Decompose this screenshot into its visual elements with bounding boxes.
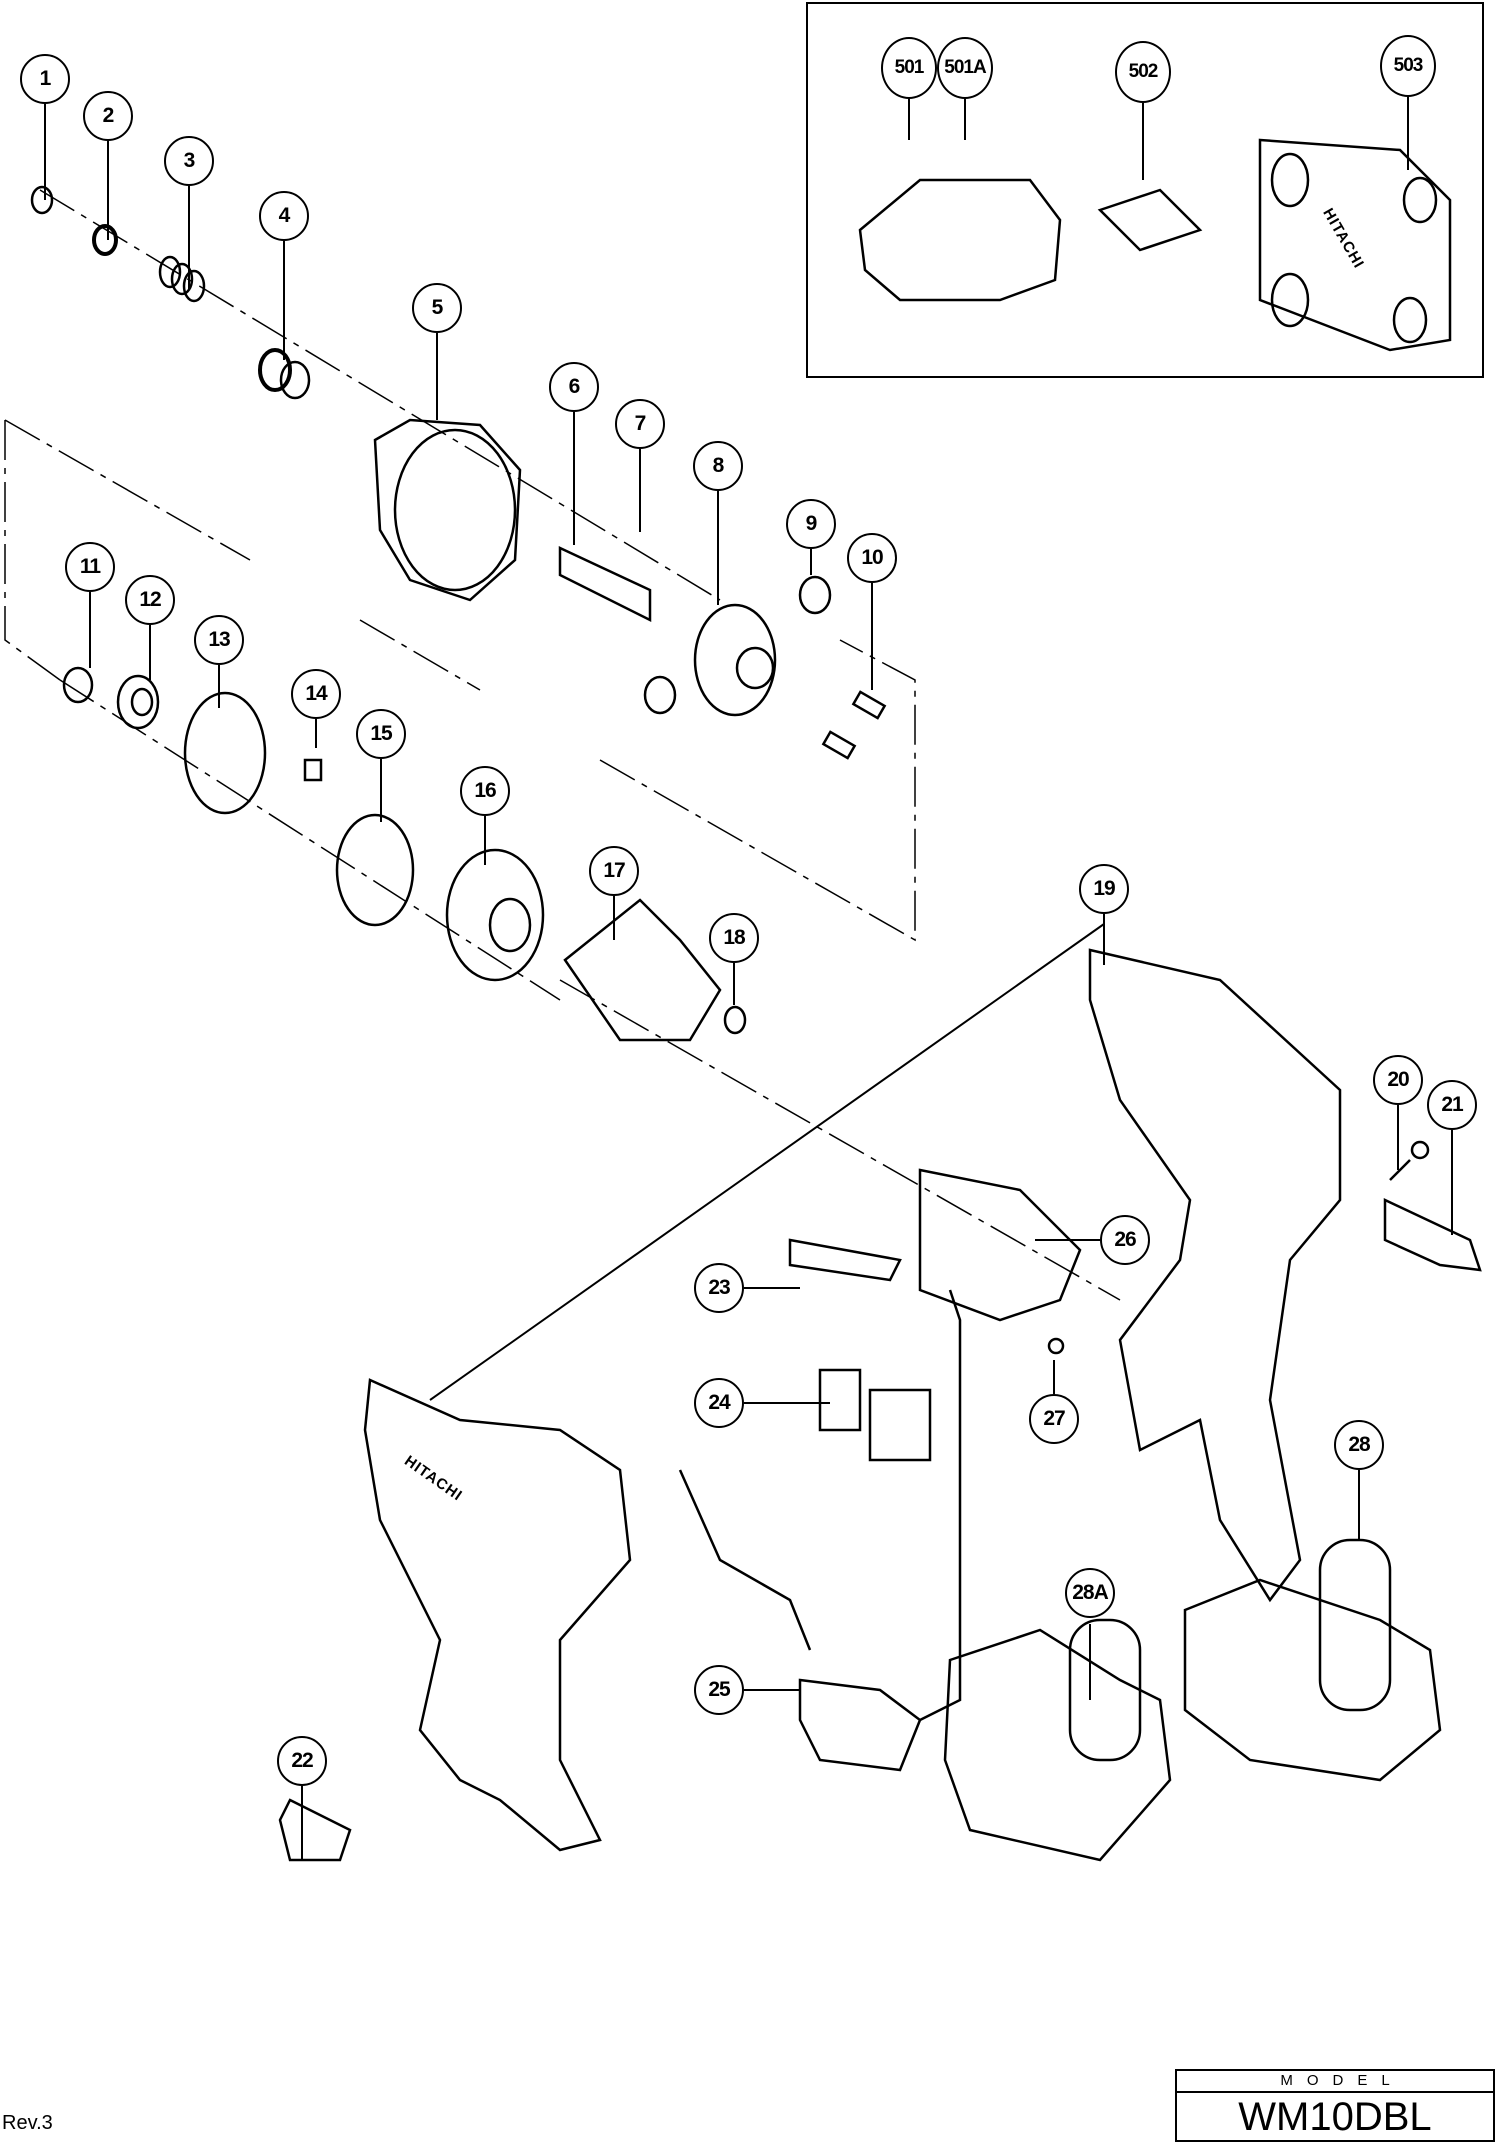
- callout-accessory-501a: 501A: [937, 37, 993, 99]
- callout-part-28: 28: [1334, 1420, 1384, 1470]
- callout-part-13: 13: [194, 615, 244, 665]
- leader-lines: [44, 91, 1453, 1860]
- callout-accessory-503: 503: [1380, 35, 1436, 97]
- model-box: MODEL WM10DBL: [1175, 2069, 1495, 2142]
- callout-part-17: 17: [589, 846, 639, 896]
- callout-part-15: 15: [356, 709, 406, 759]
- callout-part-24: 24: [694, 1378, 744, 1428]
- callout-part-10: 10: [847, 533, 897, 583]
- callout-part-5: 5: [412, 283, 462, 333]
- callout-part-3: 3: [164, 136, 214, 186]
- model-label: MODEL: [1177, 2071, 1493, 2093]
- callout-part-25: 25: [694, 1665, 744, 1715]
- callout-part-6: 6: [549, 362, 599, 412]
- revision-label: Rev.3: [2, 2112, 53, 2134]
- callout-part-2: 2: [83, 91, 133, 141]
- callout-part-27: 27: [1029, 1394, 1079, 1444]
- callout-part-7: 7: [615, 399, 665, 449]
- model-number: WM10DBL: [1238, 2095, 1432, 2139]
- callout-accessory-501: 501: [881, 37, 937, 99]
- callout-part-22: 22: [277, 1736, 327, 1786]
- callout-part-14: 14: [291, 669, 341, 719]
- callout-accessory-502: 502: [1115, 41, 1171, 103]
- callout-part-16: 16: [460, 766, 510, 816]
- callout-part-21: 21: [1427, 1080, 1477, 1130]
- callout-part-11: 11: [65, 542, 115, 592]
- axis-lines: [4, 189, 1121, 1301]
- callout-part-20: 20: [1373, 1055, 1423, 1105]
- callout-part-19: 19: [1079, 864, 1129, 914]
- callout-part-28a: 28A: [1065, 1568, 1115, 1618]
- callout-part-26: 26: [1100, 1215, 1150, 1265]
- callout-part-18: 18: [709, 913, 759, 963]
- accessories-box: [806, 2, 1484, 378]
- callout-part-8: 8: [693, 441, 743, 491]
- part-shapes: [30, 138, 1482, 1862]
- callout-part-23: 23: [694, 1263, 744, 1313]
- callout-part-9: 9: [786, 499, 836, 549]
- callout-part-12: 12: [125, 575, 175, 625]
- callout-part-1: 1: [20, 54, 70, 104]
- callout-part-4: 4: [259, 191, 309, 241]
